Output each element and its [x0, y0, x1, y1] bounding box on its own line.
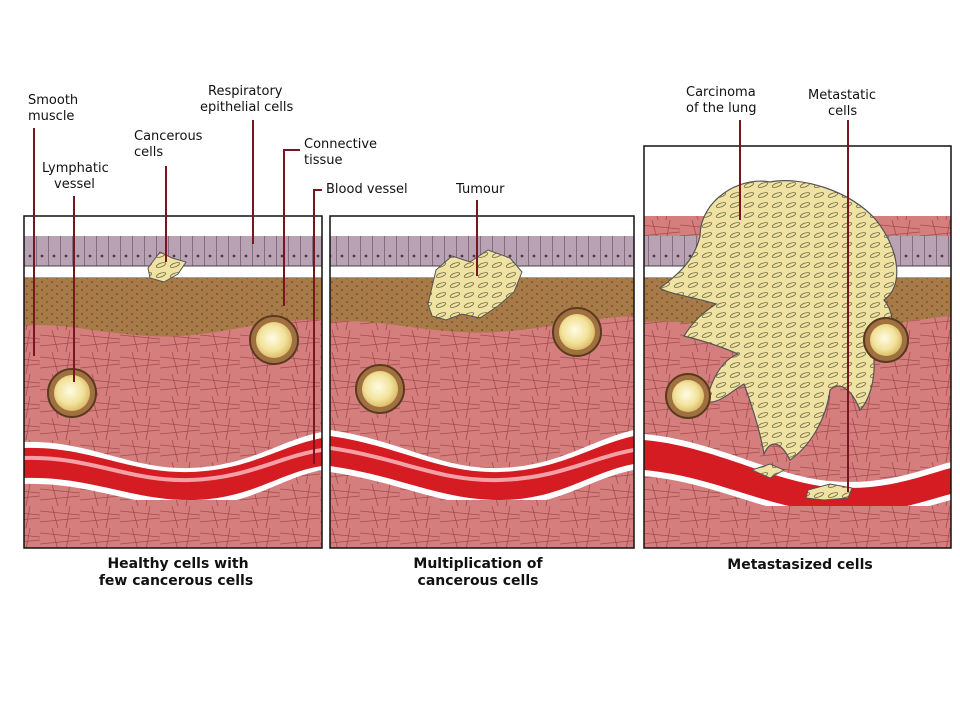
label-connective-tissue: Connective tissue	[304, 137, 377, 168]
panel-multiplication	[329, 215, 635, 549]
svg-text:epithelial cells: epithelial cells	[200, 100, 293, 115]
svg-text:cancerous cells: cancerous cells	[418, 573, 539, 589]
svg-text:vessel: vessel	[54, 177, 95, 192]
svg-text:Healthy cells with: Healthy cells with	[107, 556, 248, 572]
caption-panel-metastasized: Metastasized cells	[727, 557, 872, 573]
label-smooth-muscle: Smooth muscle	[28, 93, 78, 124]
svg-text:tissue: tissue	[304, 153, 343, 168]
label-metastatic-cells: Metastatic cells	[808, 88, 876, 119]
label-respiratory-epithelial-cells: Respiratory epithelial cells	[200, 84, 293, 115]
tumour-shape	[427, 249, 523, 321]
blood-vessel-shape	[24, 438, 322, 500]
metastatic-cells-shape	[805, 483, 853, 501]
svg-text:Carcinoma: Carcinoma	[686, 85, 756, 100]
cancerous-cells-cluster	[147, 251, 187, 283]
caption-panel-healthy: Healthy cells with few cancerous cells	[99, 556, 253, 589]
label-lymphatic-vessel: Lymphatic vessel	[42, 161, 109, 192]
lymphatic-vessel-shape	[54, 375, 90, 411]
carcinoma-shape	[658, 180, 898, 461]
svg-text:cells: cells	[134, 145, 163, 160]
svg-text:muscle: muscle	[28, 109, 74, 124]
svg-text:Multiplication of: Multiplication of	[413, 556, 543, 572]
connective-tissue-layer	[24, 278, 322, 337]
svg-text:Respiratory: Respiratory	[208, 84, 283, 99]
svg-text:cells: cells	[828, 104, 857, 119]
svg-text:Cancerous: Cancerous	[134, 129, 203, 144]
svg-text:Metastatic: Metastatic	[808, 88, 876, 103]
caption-panel-multiplication: Multiplication of cancerous cells	[413, 556, 543, 589]
svg-text:of the lung: of the lung	[686, 101, 756, 116]
leader-lines	[33, 120, 849, 492]
svg-text:few cancerous cells: few cancerous cells	[99, 573, 253, 589]
svg-text:Lymphatic: Lymphatic	[42, 161, 109, 176]
label-carcinoma-of-the-lung: Carcinoma of the lung	[686, 85, 756, 116]
panel-metastasized	[643, 145, 952, 549]
label-blood-vessel: Blood vessel	[326, 182, 408, 197]
svg-text:Connective: Connective	[304, 137, 377, 152]
panel-healthy	[23, 215, 323, 549]
label-tumour: Tumour	[455, 182, 505, 197]
svg-text:Smooth: Smooth	[28, 93, 78, 108]
label-cancerous-cells: Cancerous cells	[134, 129, 203, 160]
